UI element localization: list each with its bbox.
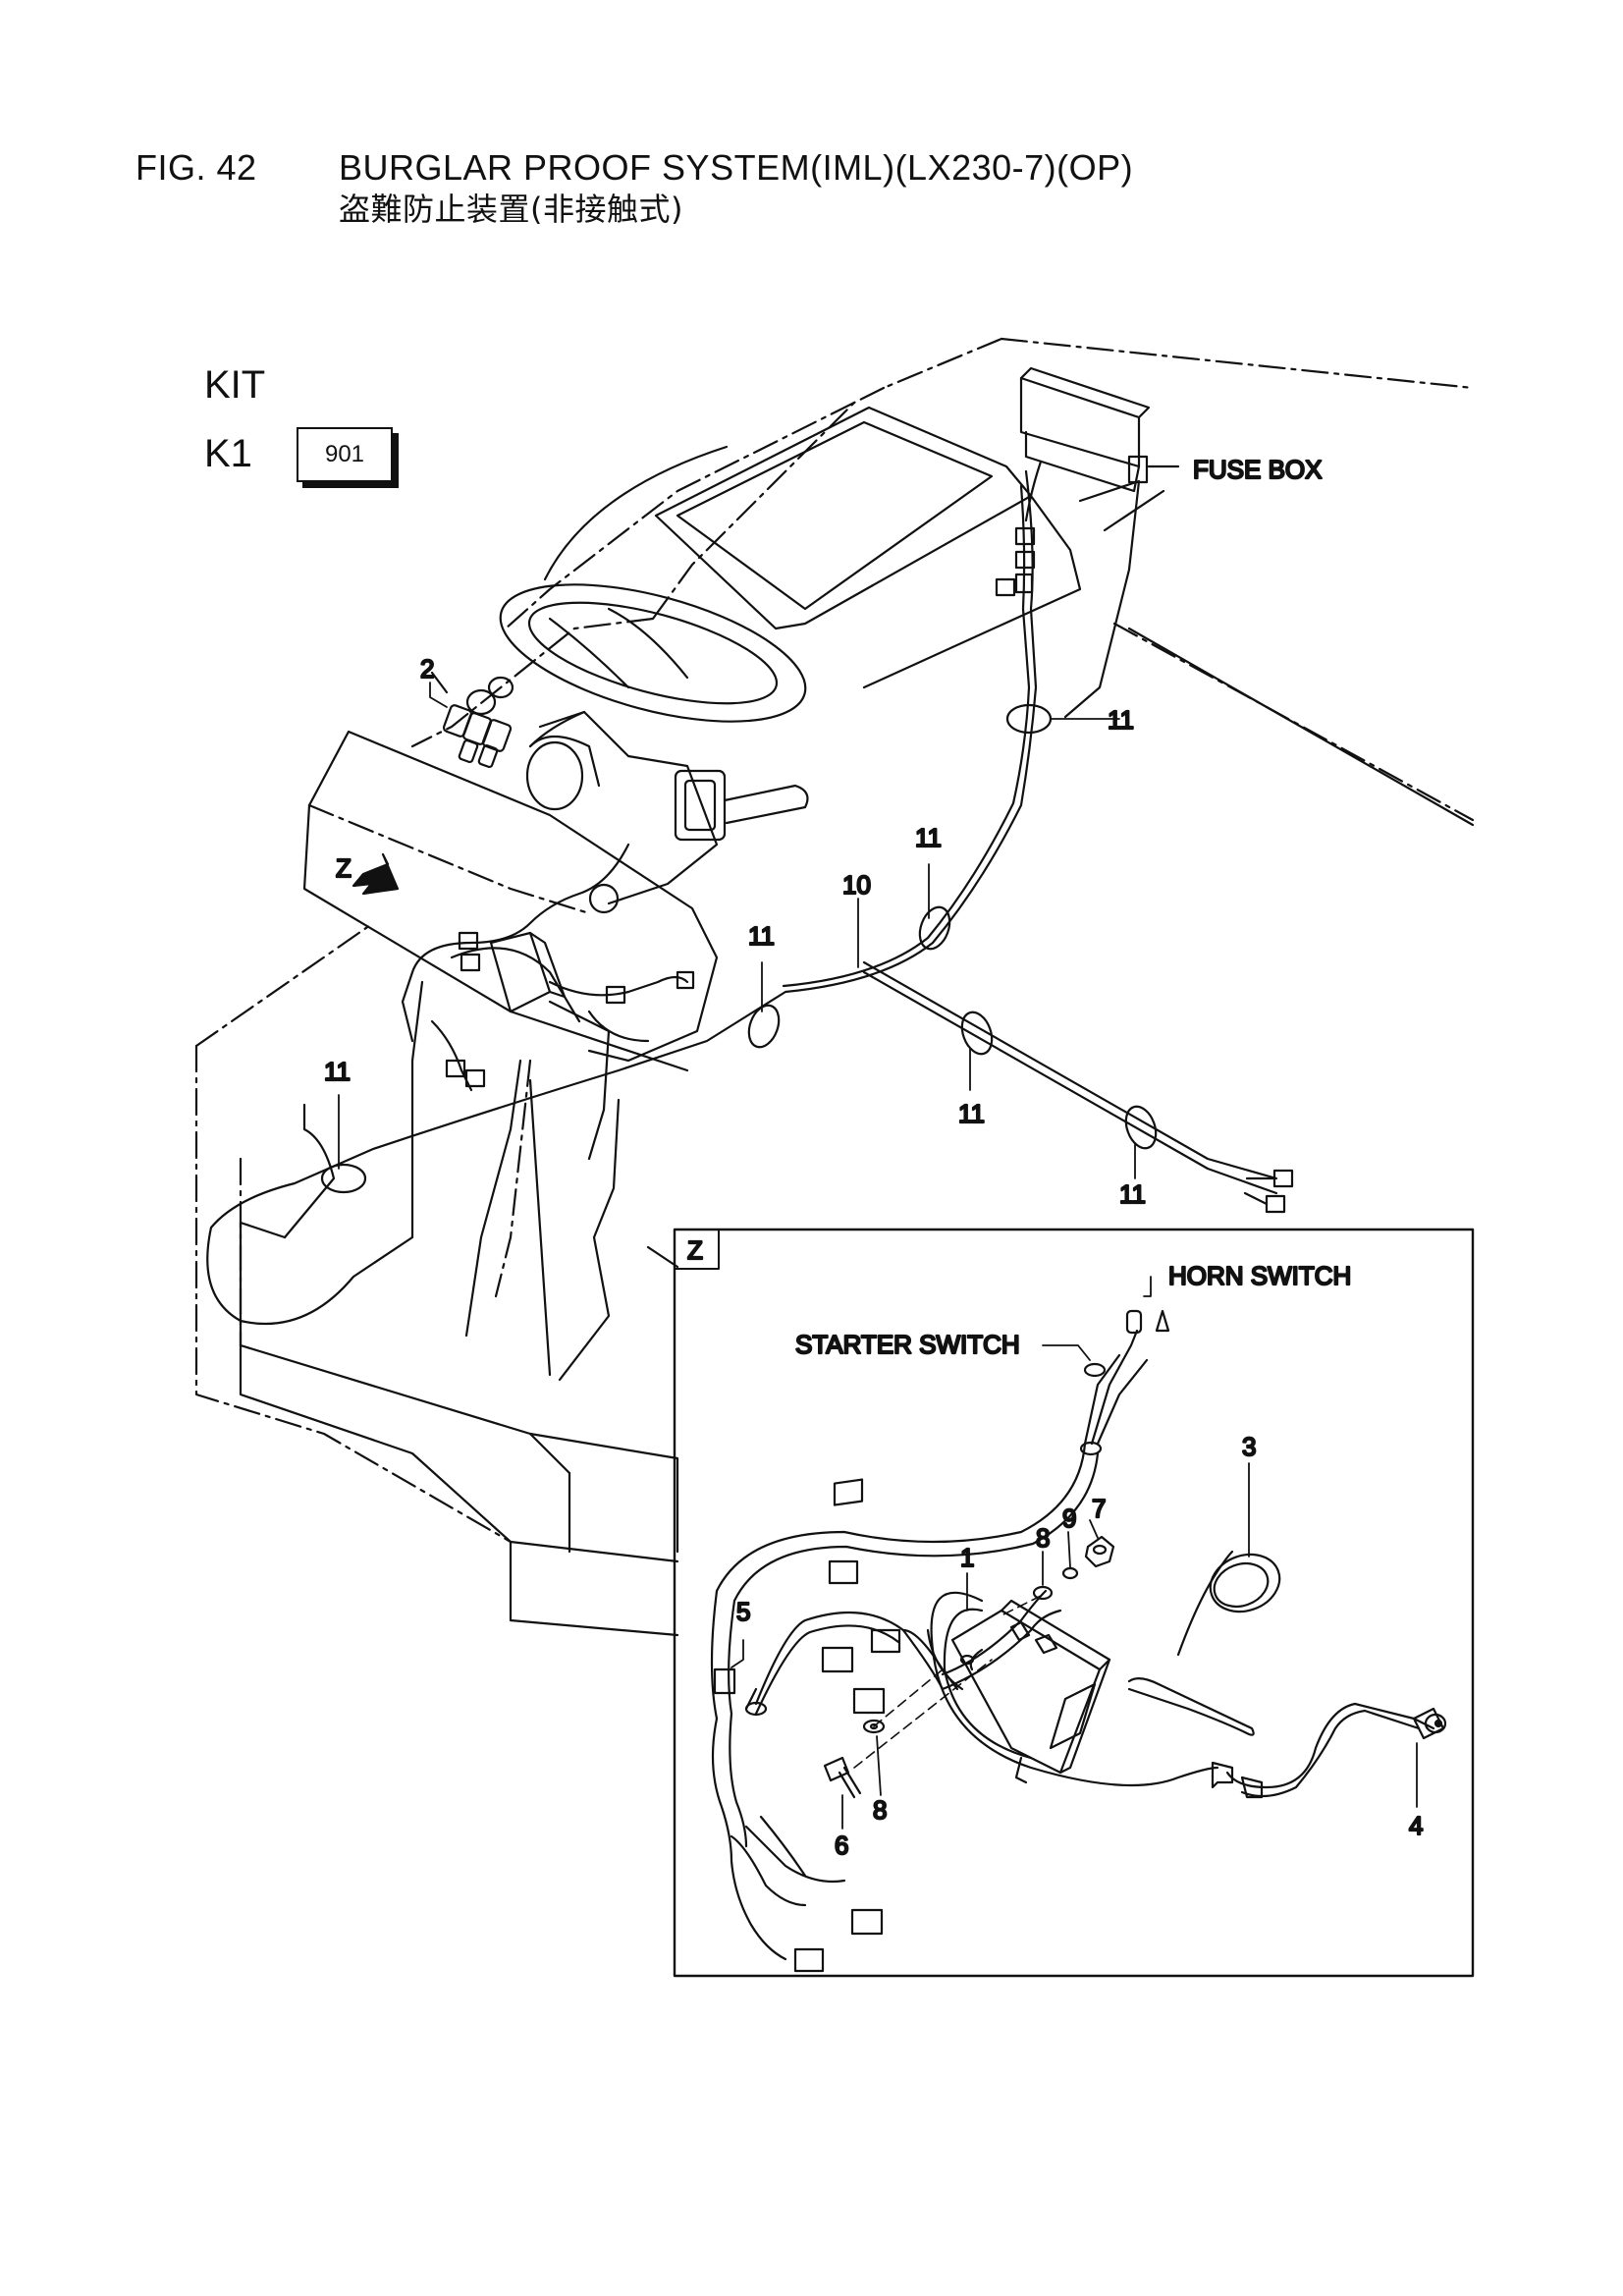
callout-11-e: 11 bbox=[1119, 1179, 1146, 1209]
detail-z-label: Z bbox=[687, 1235, 703, 1265]
callout-7: 7 bbox=[1092, 1494, 1106, 1523]
keys-part-2 bbox=[430, 671, 514, 769]
antenna-ring-part-3 bbox=[1209, 1553, 1281, 1613]
fuse-box bbox=[995, 366, 1180, 597]
dashboard-outline bbox=[194, 337, 1475, 1637]
sensor-part-4 bbox=[1412, 1707, 1447, 1740]
kit-k1-label: K1 bbox=[204, 432, 252, 475]
detail-connectors bbox=[713, 1478, 1264, 1973]
module-part-1 bbox=[950, 1599, 1111, 1784]
horn-switch-label: HORN SWITCH bbox=[1168, 1261, 1351, 1290]
mounting-lines bbox=[853, 1595, 1042, 1769]
callout-4: 4 bbox=[1409, 1811, 1423, 1840]
callout-11-a: 11 bbox=[1108, 705, 1134, 735]
starter-switch-label: STARTER SWITCH bbox=[795, 1330, 1020, 1359]
view-z-label: Z bbox=[336, 853, 352, 883]
callout-2: 2 bbox=[420, 654, 434, 683]
callout-1: 1 bbox=[960, 1543, 974, 1572]
detail-z-tag bbox=[674, 1229, 720, 1270]
detail-harness bbox=[710, 1309, 1435, 1961]
detail-leaders bbox=[730, 1276, 1418, 1830]
kit-part-box[interactable]: 901 bbox=[297, 427, 393, 482]
main-harness bbox=[206, 469, 1278, 1326]
module-main-view bbox=[445, 883, 695, 1088]
view-z-arrow bbox=[352, 852, 400, 896]
callout-11-c: 11 bbox=[748, 921, 775, 951]
callout-11-b: 11 bbox=[915, 823, 942, 852]
callout-11-d: 11 bbox=[958, 1099, 985, 1128]
main-leaders bbox=[338, 682, 1136, 1179]
callout-10: 10 bbox=[842, 870, 871, 900]
harness-clamps bbox=[320, 703, 1158, 1194]
figure-title: BURGLAR PROOF SYSTEM(IML)(LX230-7)(OP) 盗… bbox=[339, 147, 1133, 230]
callout-8-lower: 8 bbox=[873, 1795, 887, 1825]
callout-6: 6 bbox=[835, 1831, 848, 1860]
callout-5: 5 bbox=[736, 1597, 750, 1626]
figure-number: FIG. 42 bbox=[135, 147, 257, 188]
detail-z-frame bbox=[673, 1228, 1475, 1978]
callout-8-upper: 8 bbox=[1036, 1523, 1050, 1553]
fasteners bbox=[823, 1535, 1115, 1799]
kit-label: KIT bbox=[204, 363, 266, 407]
figure-title-en: BURGLAR PROOF SYSTEM(IML)(LX230-7)(OP) bbox=[339, 147, 1134, 188]
end-connectors bbox=[1243, 1169, 1294, 1214]
figure-title-jp: 盗難防止装置(非接触式) bbox=[339, 191, 683, 228]
callout-3: 3 bbox=[1242, 1432, 1256, 1461]
callout-9: 9 bbox=[1062, 1503, 1076, 1533]
fuse-box-label: FUSE BOX bbox=[1193, 455, 1322, 484]
callout-11-f: 11 bbox=[324, 1057, 351, 1086]
